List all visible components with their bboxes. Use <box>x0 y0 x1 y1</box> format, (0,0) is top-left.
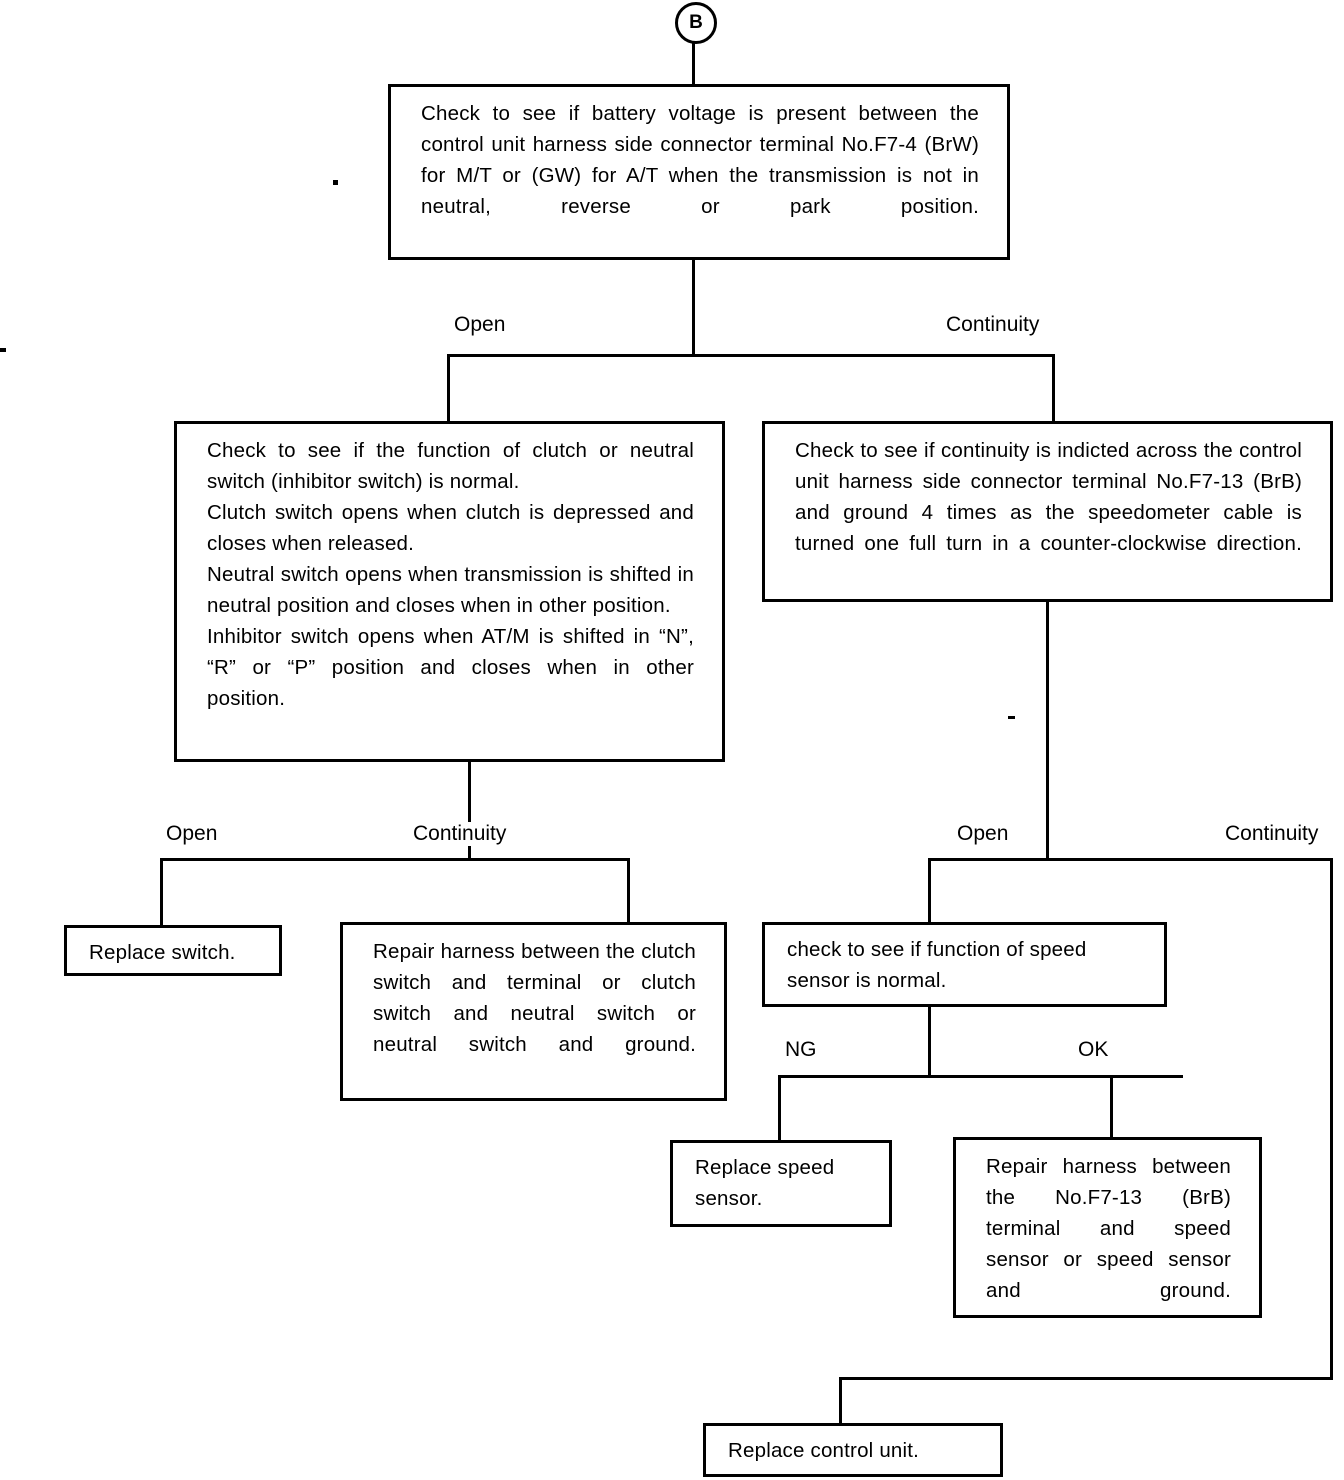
branch-label-level2-right-continuity: Continuity <box>1222 822 1322 846</box>
node-check-clutch-neutral-switch-text: Check to see if the function of clutch o… <box>207 439 694 710</box>
connector-level3-ng-drop <box>778 1075 781 1141</box>
node-repair-harness-clutch[interactable]: Repair harness between the clutch switch… <box>340 922 727 1101</box>
connector-level3-split <box>778 1075 1183 1078</box>
node-replace-speed-sensor-text: Replace speed sensor. <box>695 1156 835 1210</box>
branch-label-level1-open: Open <box>451 313 509 337</box>
connector-level3-ok-drop <box>1110 1075 1113 1137</box>
connector-bottom-return <box>839 1377 1333 1380</box>
scan-speck <box>0 348 6 352</box>
node-repair-harness-f713-text: Repair harness between the No.F7-13 (BrB… <box>986 1155 1231 1302</box>
node-check-continuity-f713-text: Check to see if continuity is indicted a… <box>795 439 1302 555</box>
node-replace-switch-text: Replace switch. <box>89 941 236 964</box>
connector-level2-left-open-drop <box>160 858 163 926</box>
connector-box3-down <box>1046 602 1049 861</box>
branch-label-level2-left-continuity: Continuity <box>410 822 510 846</box>
connector-level1-left-drop <box>447 354 450 422</box>
connector-level2-left-continuity-drop <box>627 858 630 923</box>
connector-level2-right-split <box>928 858 1333 861</box>
connector-circle-label: B <box>689 12 703 33</box>
connector-box6-down <box>928 1007 931 1078</box>
node-repair-harness-clutch-text: Repair harness between the clutch switch… <box>373 940 696 1056</box>
branch-label-level1-continuity: Continuity <box>943 313 1043 337</box>
node-check-speed-sensor-text: check to see if function of speed sensor… <box>787 938 1087 992</box>
branch-label-level3-ok: OK <box>1075 1038 1112 1062</box>
connector-box2-down <box>468 762 471 861</box>
node-replace-switch[interactable]: Replace switch. <box>64 925 282 976</box>
connector-level2-left-split <box>160 858 630 861</box>
node-replace-control-unit[interactable]: Replace control unit. <box>703 1423 1003 1477</box>
scan-speck <box>333 180 338 185</box>
node-check-battery-voltage[interactable]: Check to see if battery voltage is prese… <box>388 84 1010 260</box>
connector-level2-right-open-drop <box>928 858 931 924</box>
connector-circle-b: B <box>675 2 717 44</box>
connector-bottom-drop <box>839 1377 842 1425</box>
connector-box1-down <box>692 260 695 357</box>
node-check-continuity-f713[interactable]: Check to see if continuity is indicted a… <box>762 421 1333 602</box>
connector-level1-split <box>447 354 1055 357</box>
node-check-clutch-neutral-switch[interactable]: Check to see if the function of clutch o… <box>174 421 725 762</box>
branch-label-level2-right-open: Open <box>954 822 1012 846</box>
scan-speck <box>1008 716 1015 719</box>
connector-circle-to-box1 <box>692 38 695 86</box>
branch-label-level2-left-open: Open <box>163 822 221 846</box>
connector-level2-right-continuity-drop <box>1330 858 1333 1380</box>
node-replace-speed-sensor[interactable]: Replace speed sensor. <box>670 1140 892 1227</box>
node-replace-control-unit-text: Replace control unit. <box>728 1439 920 1462</box>
node-check-battery-voltage-text: Check to see if battery voltage is prese… <box>421 102 979 218</box>
branch-label-level3-ng: NG <box>782 1038 820 1062</box>
connector-level1-right-drop <box>1052 354 1055 422</box>
node-repair-harness-f713[interactable]: Repair harness between the No.F7-13 (BrB… <box>953 1137 1262 1318</box>
node-check-speed-sensor[interactable]: check to see if function of speed sensor… <box>762 922 1167 1007</box>
